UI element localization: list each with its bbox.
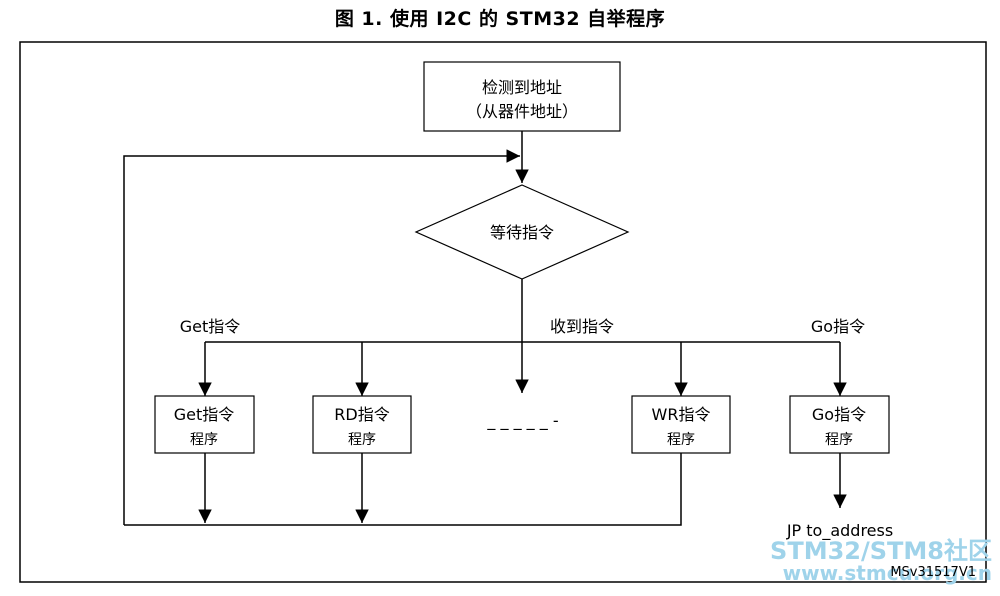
detect-address-line2: （从器件地址） [466, 102, 578, 121]
get-routine-box [154, 395, 255, 454]
rd-routine-line1: RD指令 [334, 405, 389, 424]
wait-command-label: 等待指令 [490, 223, 554, 242]
detect-address-box [423, 61, 621, 132]
watermark-line1: STM32/STM8社区 [770, 537, 992, 565]
get-routine-line1: Get指令 [174, 405, 235, 424]
figure-id: MSv31517V1 [890, 565, 976, 580]
wr-routine-box [631, 395, 731, 454]
edge-wr-return [124, 453, 682, 526]
go-routine-box [789, 395, 890, 454]
edge-label-go: Go指令 [811, 317, 865, 336]
figure-title: 图 1. 使用 I2C 的 STM32 自举程序 [334, 8, 666, 30]
go-routine-line1: Go指令 [812, 405, 866, 424]
watermark-line2: www.stmcu.org.cn [783, 561, 992, 585]
detect-address-line1: 检测到地址 [482, 78, 562, 97]
jump-to-address-label: JP to_address [786, 521, 893, 541]
figure-frame [19, 41, 987, 583]
get-routine-line2: 程序 [190, 432, 218, 448]
wr-routine-line2: 程序 [667, 432, 695, 448]
edge-label-get: Get指令 [180, 317, 241, 336]
rd-routine-line2: 程序 [348, 432, 376, 448]
go-routine-line2: 程序 [825, 432, 853, 448]
ellipsis-more-commands: _ _ _ _ _ - [486, 411, 558, 431]
rd-routine-box [312, 395, 412, 454]
edge-loop-back [123, 149, 520, 525]
edge-label-received: 收到指令 [550, 317, 614, 336]
wr-routine-line1: WR指令 [652, 405, 711, 424]
